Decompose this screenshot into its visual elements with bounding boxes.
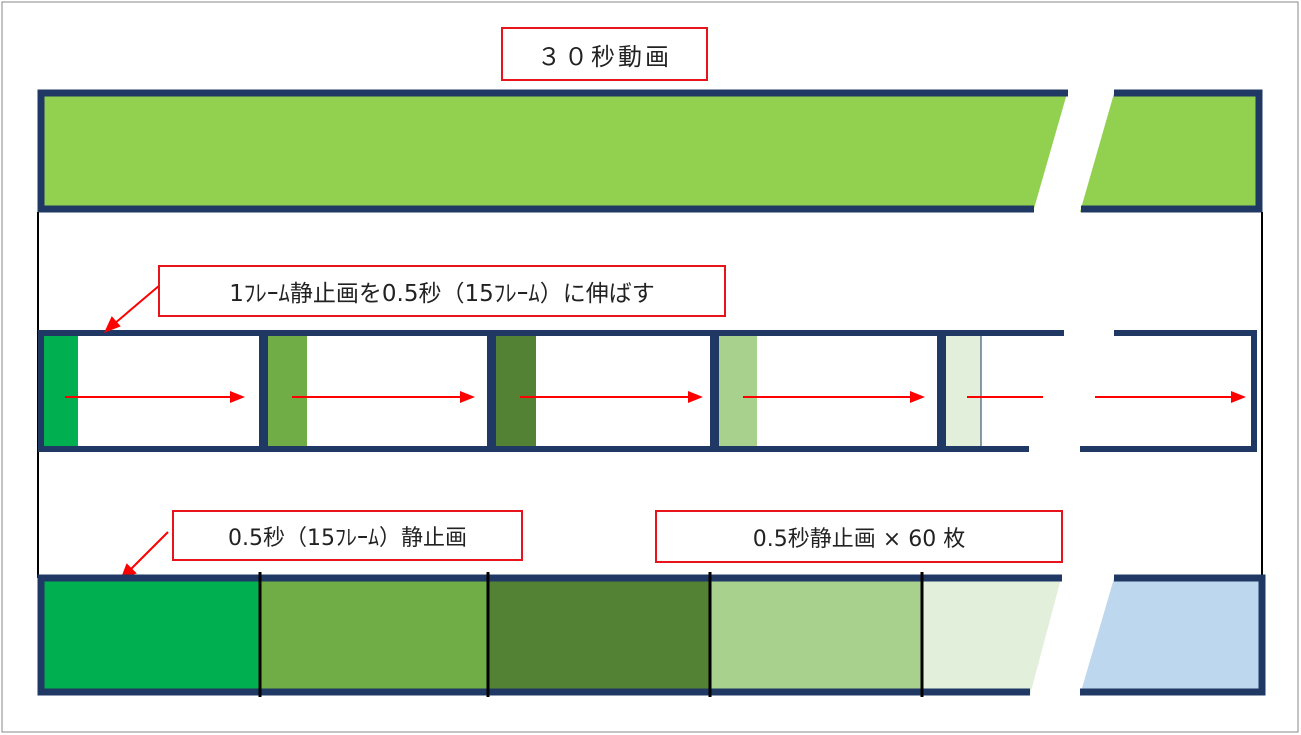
callout-arrowhead-stretch <box>104 316 121 333</box>
still-row-outline-left <box>37 574 1062 696</box>
video-bar <box>37 89 1263 213</box>
stretched-frames-row <box>38 330 1257 452</box>
stretch-arrowhead <box>460 391 475 403</box>
stretched-frame-box-partial <box>940 330 1064 452</box>
frame-strip <box>493 333 536 449</box>
still-frame <box>38 575 260 695</box>
still-row-outline-right <box>1080 574 1266 696</box>
video-bar-outline-left <box>37 89 1068 213</box>
count-label: 0.5秒静止画 × 60 枚 <box>655 510 1063 563</box>
stretch-arrowhead <box>230 391 245 403</box>
stretch-label: 1ﾌﾚｰﾑ静止画を0.5秒（15ﾌﾚｰﾑ）に伸ばす <box>158 265 726 317</box>
still-frame <box>922 575 1062 695</box>
still-frame <box>488 575 710 695</box>
video-bar-right <box>1080 90 1262 212</box>
still-label: 0.5秒（15ﾌﾚｰﾑ）静止画 <box>172 510 523 561</box>
still-frame <box>260 575 488 695</box>
frame-strip <box>265 333 307 449</box>
stretch-arrowhead <box>1231 391 1246 403</box>
video-bar-outline-right <box>1081 89 1263 213</box>
frame-strip <box>716 333 757 449</box>
stretch-arrowhead <box>910 391 925 403</box>
still-frame <box>1080 575 1262 695</box>
still-frame <box>710 575 922 695</box>
stretched-frame-box-end <box>1080 330 1257 452</box>
callout-arrow-stretch <box>113 284 161 325</box>
title-label: ３０秒動画 <box>501 27 708 81</box>
video-bar-left <box>38 90 1068 212</box>
frame-strip <box>41 333 78 449</box>
still-frames-row <box>37 572 1266 697</box>
callout-arrow-still <box>128 531 169 572</box>
stretch-arrowhead <box>688 391 703 403</box>
frame-strip <box>943 333 981 449</box>
